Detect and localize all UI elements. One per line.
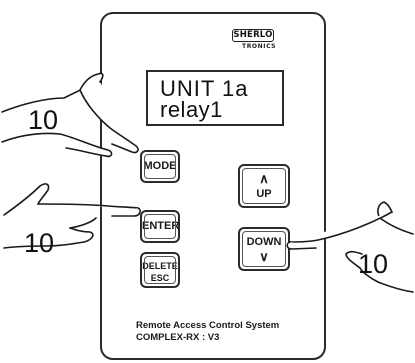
delete-esc-button[interactable]: DELETE ESC: [140, 252, 180, 288]
lcd-display: UNIT 1a relay1: [146, 70, 284, 126]
controller-panel: SHERLO TRONICS UNIT 1a relay1 MODE ENTER…: [100, 12, 326, 360]
caption-line-2: COMPLEX-RX : V3: [136, 332, 220, 343]
lcd-line-1: UNIT 1a: [160, 76, 249, 101]
delete-label: DELETE: [142, 261, 178, 271]
lcd-line-2: relay1: [160, 97, 223, 122]
mode-button[interactable]: MODE: [140, 150, 180, 183]
down-button[interactable]: DOWN ∨: [238, 227, 290, 271]
down-label: DOWN: [246, 236, 282, 248]
logo-top-text: SHERLO: [232, 29, 274, 42]
up-button[interactable]: ∧ UP: [238, 164, 290, 208]
hand-label-mode: 10: [28, 105, 59, 135]
up-arrow-icon: ∧: [259, 171, 269, 186]
device-caption: Remote Access Control System COMPLEX-RX …: [136, 320, 279, 344]
down-arrow-icon: ∨: [259, 249, 269, 264]
logo-bottom-text: TRONICS: [242, 43, 277, 50]
enter-button[interactable]: ENTER: [140, 210, 180, 243]
brand-logo: SHERLO TRONICS: [232, 29, 278, 53]
hand-label-down: 10: [358, 249, 389, 279]
hand-label-enter: 10: [24, 228, 55, 258]
up-label: UP: [256, 188, 272, 200]
esc-label: ESC: [150, 273, 170, 283]
caption-line-1: Remote Access Control System: [136, 320, 280, 331]
